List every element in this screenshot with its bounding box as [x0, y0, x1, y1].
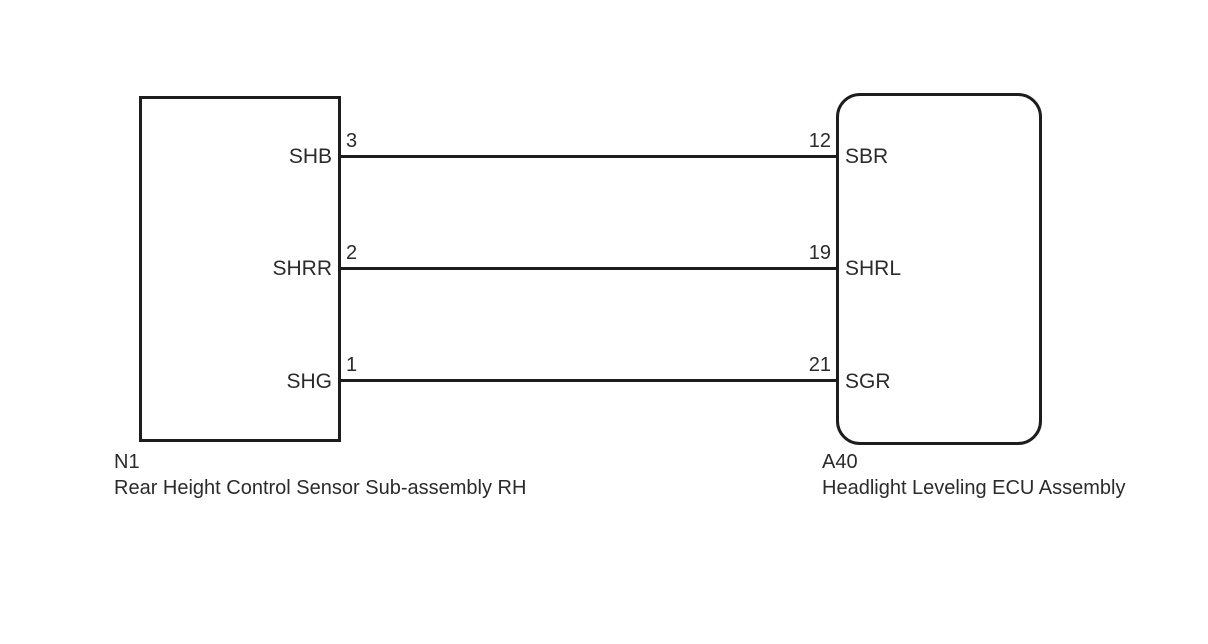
pin-label-shrl: SHRL: [845, 257, 902, 280]
pin-label-shg: SHG: [286, 370, 332, 393]
pin-number-1: 1: [346, 354, 358, 376]
pin-number-19: 19: [808, 242, 831, 264]
pin-label-sbr: SBR: [845, 145, 889, 168]
pin-number-2: 2: [346, 242, 358, 264]
component-code-a40: A40: [822, 451, 858, 473]
pin-label-sgr: SGR: [845, 370, 891, 393]
component-caption-n1: N1 Rear Height Control Sensor Sub-assemb…: [114, 449, 526, 501]
wire-shrr-shrl: [338, 267, 838, 270]
pin-label-shb: SHB: [288, 145, 332, 168]
pin-number-21: 21: [808, 354, 831, 376]
component-name-a40: Headlight Leveling ECU Assembly: [822, 477, 1126, 499]
pin-number-3: 3: [346, 130, 358, 152]
component-caption-a40: A40 Headlight Leveling ECU Assembly: [822, 449, 1126, 501]
wire-shb-sbr: [338, 155, 838, 158]
component-box-n1: [139, 96, 341, 442]
wire-shg-sgr: [338, 379, 838, 382]
pin-label-shrr: SHRR: [272, 257, 332, 280]
component-code-n1: N1: [114, 451, 140, 473]
component-name-n1: Rear Height Control Sensor Sub-assembly …: [114, 477, 527, 499]
pin-number-12: 12: [808, 130, 831, 152]
component-box-a40: [836, 93, 1042, 445]
